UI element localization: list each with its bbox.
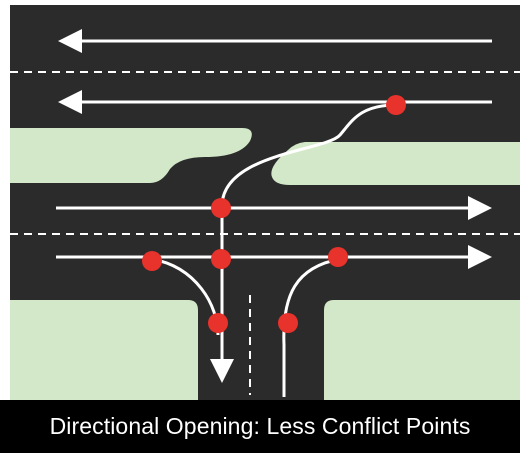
median-left: [10, 128, 252, 183]
corner-green-right: [324, 300, 520, 400]
left-turn-path: [210, 103, 397, 383]
conflict-point-marker: [328, 247, 348, 267]
caption-text: Directional Opening: Less Conflict Point…: [49, 413, 471, 439]
conflict-point-marker: [211, 198, 231, 218]
corner-green-left: [10, 300, 198, 400]
intersection-diagram: [10, 5, 520, 400]
conflict-point-marker: [386, 95, 406, 115]
conflict-point-marker: [142, 251, 162, 271]
conflict-point-marker: [278, 313, 298, 333]
turn-in-path: [282, 257, 341, 397]
conflict-point-marker: [208, 313, 228, 333]
conflict-point-marker: [211, 249, 231, 269]
median-right: [271, 142, 520, 185]
caption-bar: Directional Opening: Less Conflict Point…: [0, 400, 520, 453]
